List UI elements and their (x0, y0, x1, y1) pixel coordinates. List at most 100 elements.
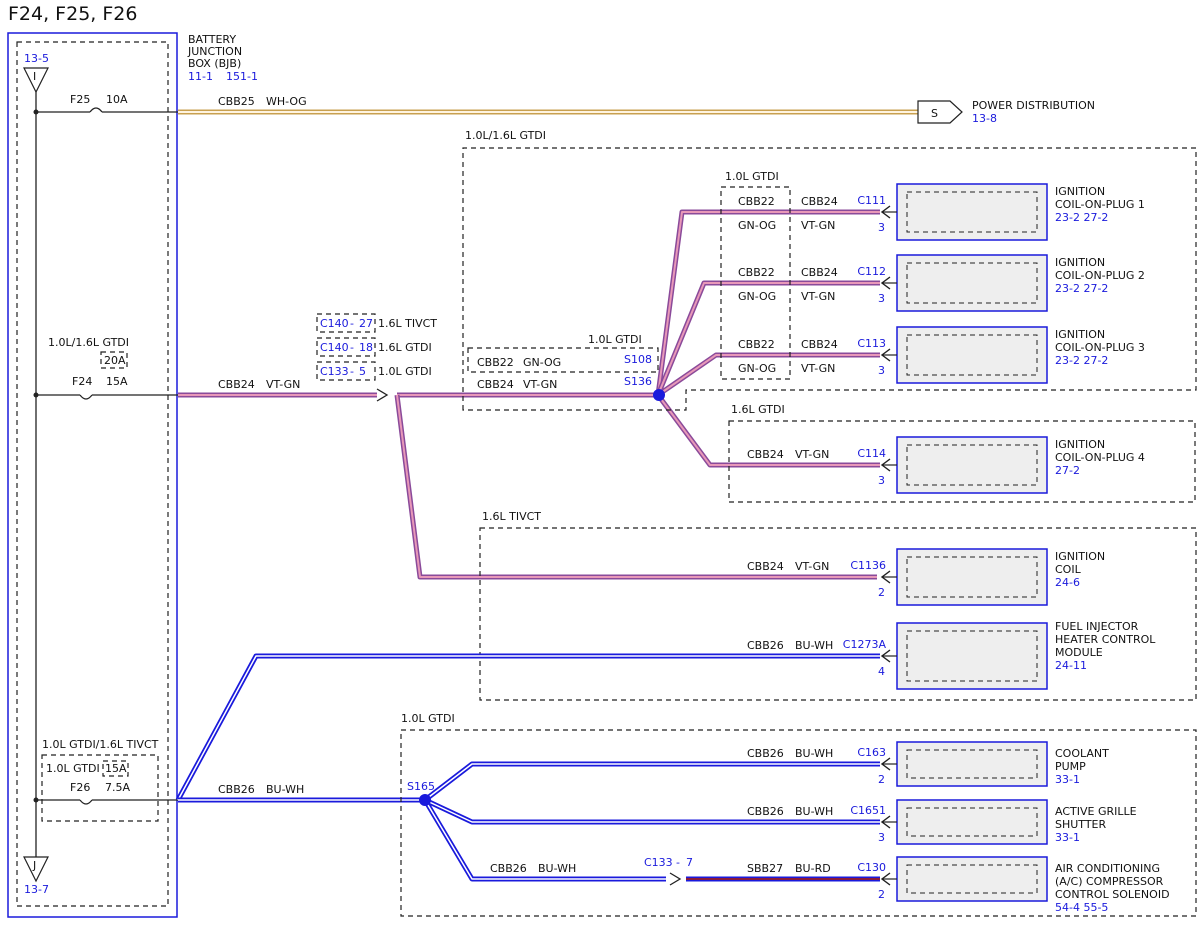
fuse-f25-name: F25 (70, 93, 90, 106)
component-label: (A/C) COMPRESSOR (1055, 875, 1164, 888)
component-ref[interactable]: 54-4 55-5 (1055, 901, 1108, 914)
coolant-cbb26: CBB26 (747, 747, 784, 760)
zone-gtdi-both-label: 1.0L/1.6L GTDI (465, 129, 546, 142)
cop3-vtgn: VT-GN (801, 362, 835, 375)
connector-id[interactable]: C113 (857, 337, 886, 350)
component-inner (906, 191, 1038, 233)
fuse-f24-symbol (79, 394, 93, 400)
component-ref[interactable]: 23-2 27-2 (1055, 282, 1108, 295)
power-distribution-ref[interactable]: 13-8 (972, 112, 997, 125)
fuse-f26-variant-box-label: 1.0L GTDI/1.6L TIVCT (42, 738, 159, 751)
inline-connector-3-id[interactable]: C133 (320, 365, 349, 378)
connector-id[interactable]: C130 (857, 861, 886, 874)
component-ref[interactable]: 23-2 27-2 (1055, 354, 1108, 367)
inline-connector-2-id[interactable]: C140 (320, 341, 349, 354)
bjb-label-1: BATTERY (188, 33, 236, 46)
bus-bottom-ref[interactable]: 13-7 (24, 883, 49, 896)
ac-buwh: BU-WH (538, 862, 576, 875)
component-label: COOLANT (1055, 747, 1109, 760)
inline-connector-1-pin: 27 (359, 317, 373, 330)
inline-connector-2-sep: - (350, 341, 354, 354)
bjb-ref-1[interactable]: 11-1 (188, 70, 213, 83)
ac-burd: BU-RD (795, 862, 831, 875)
component-label: COIL (1055, 563, 1082, 576)
splice-s165[interactable] (419, 794, 431, 806)
wire-cbb26[interactable] (175, 653, 880, 882)
inline-connector-2-pin: 18 (359, 341, 373, 354)
fuse-f25-symbol (89, 107, 103, 113)
fuse-f26-variant-frame (41, 754, 159, 822)
cop3-cbb22: CBB22 (738, 338, 775, 351)
splice-s136-label[interactable]: S136 (624, 375, 652, 388)
fuse-f24-variant-rating: 20A (104, 354, 126, 367)
connector-pin: 4 (878, 665, 885, 678)
component-inner (906, 262, 1038, 304)
coil-cbb24: CBB24 (747, 560, 784, 573)
zone-gtdi-10-a (720, 186, 791, 380)
bus-top-ref[interactable]: 13-5 (24, 52, 49, 65)
connector-id[interactable]: C111 (857, 194, 886, 207)
fuse-f26-name: F26 (70, 781, 90, 794)
cbb25-color: WH-OG (266, 95, 307, 108)
inline-connector-2-variant: 1.6L GTDI (378, 341, 432, 354)
connector-pin: 2 (878, 888, 885, 901)
bjb-ref-2[interactable]: 151-1 (226, 70, 258, 83)
s136-color: VT-GN (523, 378, 557, 391)
component-inner (906, 630, 1038, 682)
component-box (896, 436, 1048, 494)
cop3-cbb24: CBB24 (801, 338, 838, 351)
bus-top-letter: I (33, 70, 36, 83)
power-distribution-connector[interactable] (917, 100, 963, 124)
bjb-frame (7, 32, 178, 918)
connector-id[interactable]: C112 (857, 265, 886, 278)
splice-s108[interactable]: S108 (624, 353, 652, 366)
s136-circuit: CBB24 (477, 378, 514, 391)
component-ref[interactable]: 27-2 (1055, 464, 1080, 477)
splice-s165-label[interactable]: S165 (407, 780, 435, 793)
component-ref[interactable]: 33-1 (1055, 831, 1080, 844)
connector-pin: 2 (878, 773, 885, 786)
zone-s108 (467, 347, 659, 373)
component-ref[interactable]: 24-11 (1055, 659, 1087, 672)
inline-connector-3-variant: 1.0L GTDI (378, 365, 432, 378)
connector-id[interactable]: C114 (857, 447, 886, 460)
connector-id[interactable]: C1273A (843, 638, 887, 651)
connector-pin: 3 (878, 364, 885, 377)
coolant-buwh: BU-WH (795, 747, 833, 760)
cop1-gnog: GN-OG (738, 219, 776, 232)
component-ref[interactable]: 33-1 (1055, 773, 1080, 786)
cop2-cbb24: CBB24 (801, 266, 838, 279)
cop2-vtgn: VT-GN (801, 290, 835, 303)
zone-tivct-16 (479, 527, 1197, 701)
c133-7-id[interactable]: C133 (644, 856, 673, 869)
cbb24-color: VT-GN (266, 378, 300, 391)
component-label: AIR CONDITIONING (1055, 862, 1160, 875)
connector-pin: 3 (878, 221, 885, 234)
connector-id[interactable]: C1651 (850, 804, 886, 817)
connector-id[interactable]: C1136 (850, 559, 886, 572)
component-box (896, 799, 1048, 845)
page-title: F24, F25, F26 (8, 3, 137, 25)
component-ref[interactable]: 23-2 27-2 (1055, 211, 1108, 224)
cbb25-circuit: CBB25 (218, 95, 255, 108)
wire-cbb24[interactable] (178, 209, 880, 580)
connector-id[interactable]: C163 (857, 746, 886, 759)
grille-buwh: BU-WH (795, 805, 833, 818)
component-label: IGNITION (1055, 438, 1105, 451)
inline-connector-1-id[interactable]: C140 (320, 317, 349, 330)
bus-top-triangle (23, 67, 49, 94)
splice-s136[interactable] (653, 389, 665, 401)
component-ref[interactable]: 24-6 (1055, 576, 1080, 589)
fuse-f26-variant-rating: 15A (105, 762, 127, 775)
